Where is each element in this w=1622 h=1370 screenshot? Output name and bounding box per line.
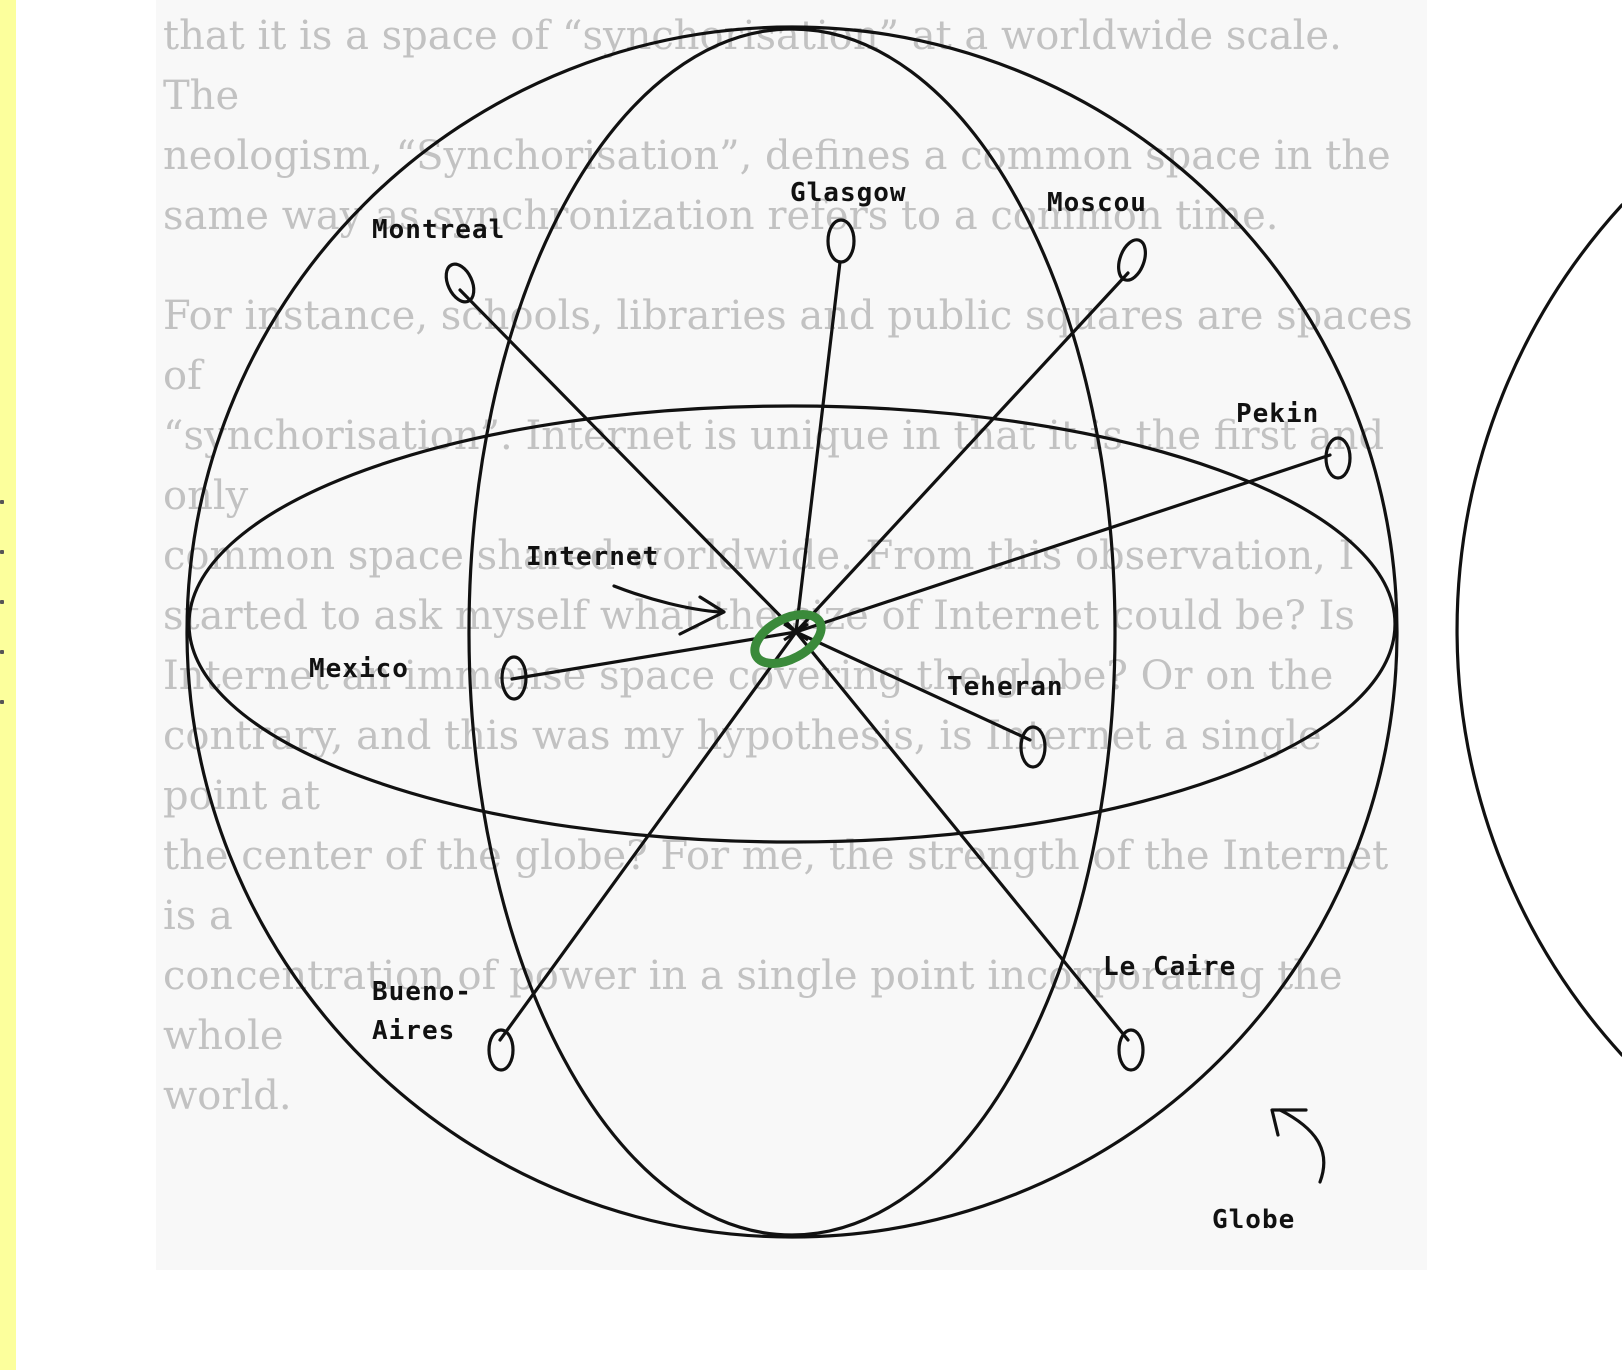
- node-le-caire: [1117, 1028, 1145, 1072]
- node-teheran: [1019, 725, 1047, 769]
- globe-outline: [185, 25, 1399, 1239]
- globe-arrow-head: [1270, 1108, 1308, 1137]
- label-bueno-aires-line2: Aires: [372, 1016, 455, 1046]
- node-pekin: [1324, 436, 1352, 480]
- label-globe: Globe: [1212, 1205, 1295, 1235]
- paragraph-1: that it is a space of “synchorisation” a…: [163, 13, 1391, 239]
- internet-arrow: [612, 584, 722, 614]
- spoke-moscou: [794, 271, 1130, 634]
- second-globe-edge: [1455, 203, 1622, 1057]
- spoke-montreal: [458, 288, 798, 634]
- spoke-pekin: [794, 453, 1332, 634]
- center-point: [783, 622, 809, 642]
- label-montreal: Montreal: [372, 215, 505, 245]
- sidebar-strip: [0, 0, 16, 1370]
- globe-meridian: [467, 27, 1117, 1237]
- background-text: that it is a space of “synchorisation” a…: [163, 0, 1423, 1126]
- internet-center-highlight: [750, 610, 826, 668]
- node-bueno-aires: [487, 1028, 515, 1072]
- label-teheran: Teheran: [947, 672, 1064, 702]
- label-le-caire: Le Caire: [1103, 952, 1236, 982]
- label-glasgow: Glasgow: [790, 178, 907, 208]
- node-moscou: [1117, 238, 1147, 282]
- node-glasgow: [826, 218, 856, 264]
- label-bueno-aires-line1: Bueno-: [372, 977, 472, 1007]
- sidebar-marks: [0, 500, 6, 720]
- spoke-teheran: [794, 630, 1032, 742]
- spoke-glasgow: [794, 260, 842, 634]
- label-pekin: Pekin: [1236, 399, 1319, 429]
- label-mexico: Mexico: [309, 654, 409, 684]
- internet-arrow-head: [678, 595, 726, 636]
- paragraph-2: For instance, schools, libraries and pub…: [163, 293, 1413, 1119]
- label-moscou: Moscou: [1047, 188, 1147, 218]
- node-montreal: [444, 262, 476, 304]
- node-mexico: [500, 655, 528, 701]
- spoke-bueno-aires: [498, 630, 798, 1042]
- globe-equator: [187, 404, 1397, 844]
- spoke-mexico: [510, 630, 798, 681]
- spoke-le-caire: [794, 630, 1130, 1042]
- label-internet: Internet: [526, 542, 659, 572]
- globe-arrow: [1278, 1108, 1326, 1184]
